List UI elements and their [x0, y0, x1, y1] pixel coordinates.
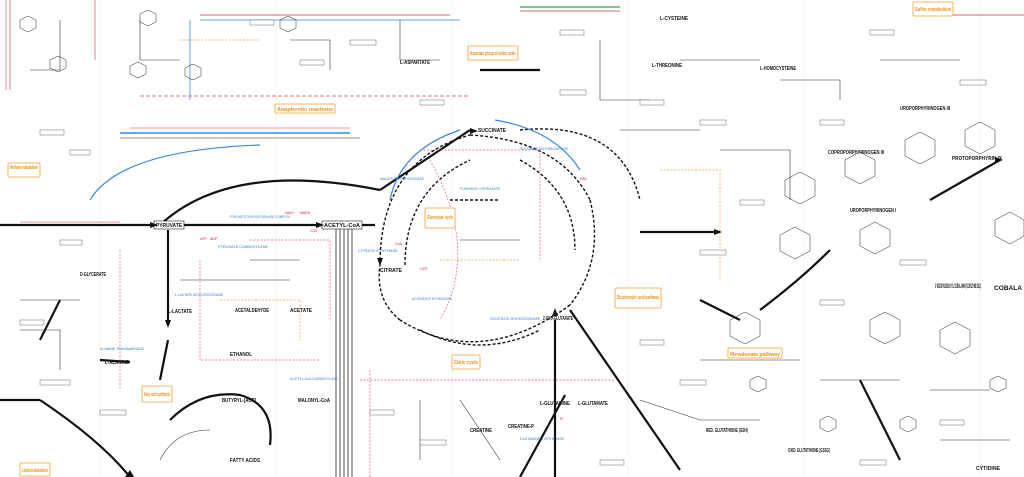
- acetate-label[interactable]: ACETATE: [290, 308, 313, 314]
- enzyme-alanine-tf[interactable]: ALANINE TRANSAMINASE: [100, 347, 145, 351]
- l-threonine-label[interactable]: L-THREONINE: [652, 63, 683, 69]
- coproporphyrinogen-label[interactable]: COPROPORPHYRINOGEN III: [828, 150, 884, 156]
- left-border-lines: [5, 0, 191, 100]
- box-fatty-acid-label: Fatty acid synthesis: [144, 392, 170, 398]
- cofactor-fad: FAD: [580, 177, 587, 181]
- cofactor-nadh: NADH: [300, 211, 311, 215]
- box-sulfur-label: Sulfur metabolism: [915, 7, 951, 13]
- creatine-label[interactable]: CREATINE: [470, 428, 493, 434]
- cobala-label[interactable]: COBALA: [994, 286, 1023, 292]
- grid-lines: [99, 0, 981, 477]
- box-lipid-label: Lipid metabolism: [22, 468, 48, 474]
- box-mevalonate-label: Mevalonate pathway: [730, 352, 780, 358]
- box-citric-label: Citric cycle: [454, 360, 478, 366]
- l-cysteine-label[interactable]: L-CYSTEINE: [660, 16, 689, 22]
- succinate-label[interactable]: SUCCINATE: [478, 128, 507, 134]
- box-citric[interactable]: [451, 354, 481, 370]
- enzyme-acc[interactable]: ACETYL-CoA CARBOXYLASE: [290, 377, 339, 381]
- l-glutamate-label[interactable]: L-GLUTAMATE: [578, 401, 609, 407]
- box-dicarboxylic-label: Dicarboxylic acid pathway: [617, 295, 659, 301]
- cofactor-nad: NAD+: [285, 211, 295, 215]
- metabolite-labels: PYRUVATE ACETYL-CoA CITRATE SUCCINATE 2-…: [80, 16, 1023, 472]
- fatty-acid-cycle: [159, 393, 272, 461]
- enzyme-glutamine-syn[interactable]: GLUTAMINE SYNTHETASE: [520, 437, 565, 441]
- cofactor-h2o: H2O: [420, 267, 428, 271]
- fatty-acids-label[interactable]: FATTY ACIDS: [230, 458, 261, 464]
- pathway-boxes: Methane metabolism Sulfur metabolism Asp…: [7, 1, 954, 477]
- cobalamin-label[interactable]: 5'-DEOXYADENO-SYL COBALAMIN (COENZYME B1…: [935, 284, 981, 290]
- enzyme-pdh[interactable]: PYRUVATE DEHYDROGENASE COMPLEX: [230, 215, 291, 219]
- l-alanine-label[interactable]: L-ALANINE: [105, 360, 130, 366]
- butyryl-acp-label[interactable]: BUTYRYL-[ACP]: [222, 398, 256, 404]
- red-glutathione-label[interactable]: RED. GLUTATHIONE (GSH): [706, 428, 748, 434]
- creatine-p-label[interactable]: CREATINE-P: [508, 424, 535, 430]
- box-methane[interactable]: [7, 162, 41, 178]
- enzyme-malate-dh[interactable]: MALATE DEHYDROGENASE: [380, 177, 425, 181]
- acetaldehyde-label[interactable]: ACETALDEHYDE: [235, 308, 270, 314]
- cofactor-pi: Pi: [560, 417, 563, 421]
- cytidine-label[interactable]: CYTIDINE: [976, 466, 1001, 472]
- citrate-label[interactable]: CITRATE: [380, 268, 403, 274]
- enzyme-labels: PYRUVATE CARBOXYLASE CITRATE SYNTHASE AC…: [100, 147, 569, 441]
- acetyl-coa-label: ACETYL-CoA: [324, 223, 360, 229]
- pyruvate-label: PYRUVATE: [156, 223, 183, 229]
- uroporphyrinogen-i-label[interactable]: UROPORPHYRINOGEN I: [850, 208, 896, 214]
- box-sulfur[interactable]: [912, 1, 954, 17]
- cofactor-atp: ATP: [200, 237, 207, 241]
- protoporphyrin-label[interactable]: PROTOPORPHYRIN IX: [952, 156, 1003, 162]
- enzyme-succinate-dh[interactable]: SUCCINATE DEHYDROGENASE: [520, 147, 569, 151]
- enzyme-pyruvate-carboxylase[interactable]: PYRUVATE CARBOXYLASE: [218, 245, 269, 249]
- molecule-structures: [19, 9, 1024, 433]
- cofactor-labels: ATP ADP NADH NAD+ CO2 CoA H2O Pi FAD: [200, 177, 587, 421]
- enzyme-isocitrate-dh[interactable]: ISOCITRATE DEHYDROGENASE: [490, 317, 541, 321]
- box-lipid[interactable]: [19, 462, 51, 477]
- oxoglutarate-label[interactable]: 2-OXO-GLUTARATE: [543, 316, 573, 322]
- cofactor-adp: ADP: [210, 237, 218, 241]
- arrowheads: [125, 128, 1003, 477]
- box-mevalonate[interactable]: [727, 347, 783, 359]
- l-glutamine-label[interactable]: L-GLUTAMINE: [540, 401, 571, 407]
- ethanol-label[interactable]: ETHANOL: [230, 352, 252, 358]
- l-aspartate-label[interactable]: L-ASPARTATE: [400, 60, 431, 66]
- box-aspartate-group[interactable]: [467, 45, 519, 61]
- uroporphyrinogen-iii-label[interactable]: UROPORPHYRINOGEN III: [900, 106, 950, 112]
- malonyl-coa-label[interactable]: MALONYL-CoA: [298, 398, 330, 404]
- blue-arcs: [89, 119, 581, 201]
- l-homocysteine-label[interactable]: L-HOMOCYSTEINE: [760, 66, 797, 72]
- enzyme-fumarase[interactable]: FUMARATE HYDRATASE: [460, 187, 501, 191]
- box-glyoxylate[interactable]: [424, 207, 456, 229]
- box-methane-label: Methane metabolism: [10, 165, 38, 171]
- box-dicarboxylic[interactable]: [614, 287, 662, 309]
- l-lactate-label[interactable]: L-LACTATE: [168, 309, 193, 315]
- d-glycerate-label[interactable]: D-GLYCERATE: [80, 272, 106, 278]
- colored-transport-lines: [20, 6, 1024, 223]
- box-anaplerotic[interactable]: [274, 103, 336, 114]
- cofactor-co2: CO2: [310, 229, 317, 233]
- dashed-helpers: [119, 39, 721, 477]
- enzyme-citrate-synthase[interactable]: CITRATE SYNTHASE: [358, 249, 399, 253]
- detail-nodes: [19, 19, 987, 466]
- box-anaplerotic-label: Anaplerotic reactions: [277, 107, 333, 113]
- acetyl-coa-bundle: [335, 225, 353, 477]
- cofactor-coa: CoA: [395, 242, 403, 246]
- enzyme-lactate-dh[interactable]: L-LACTATE DEHYDROGENASE: [175, 293, 224, 297]
- thin-connectors: [20, 20, 1010, 461]
- box-fatty-acid[interactable]: [141, 385, 173, 403]
- enzyme-aconitase[interactable]: ACONITATE HYDRATASE: [412, 297, 453, 301]
- box-aspartate-group-label: Aspartate group of amino acids: [470, 51, 516, 57]
- box-glyoxylate-label: Glyoxylate cycle: [427, 215, 453, 221]
- oxid-glutathione-label[interactable]: OXID. GLUTATHIONE (GSSG): [788, 448, 830, 454]
- citric-cycle-arcs: [378, 128, 641, 346]
